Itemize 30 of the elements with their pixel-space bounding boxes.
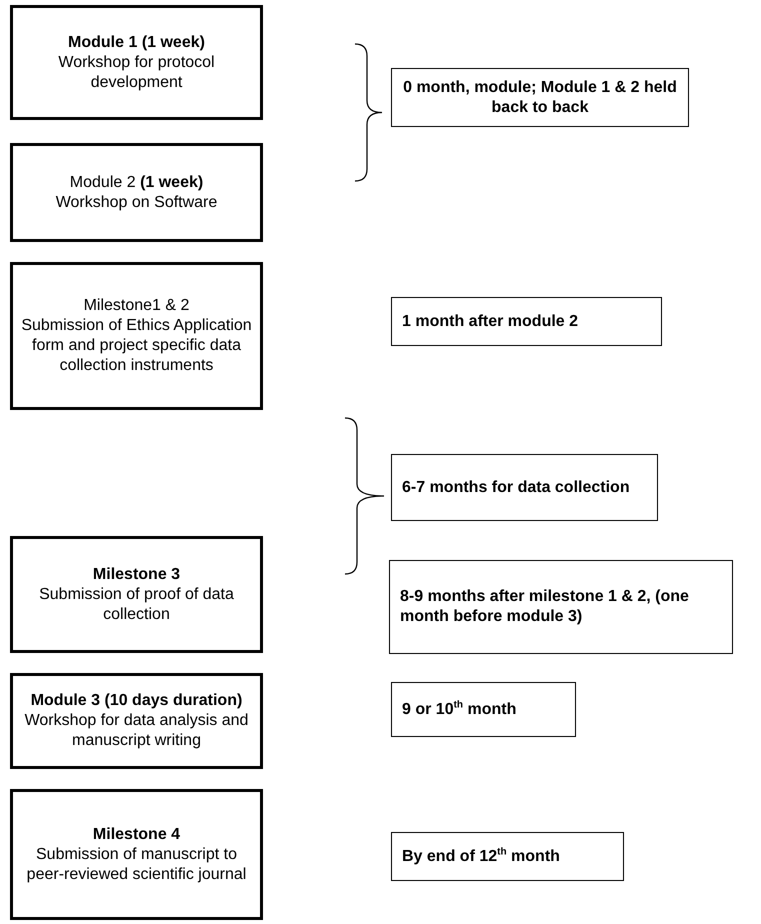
module-box [10,143,263,242]
box-description: Workshop for protocol development [57,52,216,92]
timing-box [391,682,576,737]
module-box [10,673,263,769]
box-heading: Milestone 3 [92,564,182,584]
timing-text: 1 month after module 2 [402,312,580,332]
timing-text: 9 or 10$^{th}$ month [402,700,518,720]
timing-box [391,68,689,127]
milestone-box [10,536,263,653]
box-description: Submission of Ethics Application form and project specific data collection instruments [21,316,252,376]
box-heading: Module 2 (1 week) [68,172,204,192]
module-box [10,5,263,120]
box-heading: Module 1 (1 week) [67,32,206,52]
timing-box [391,297,662,346]
box-description: Workshop on Software [54,192,218,212]
timing-box [389,560,733,654]
box-description: Submission of manuscript to peer-reviewed scientific journal [26,844,248,884]
milestone-box [10,262,263,410]
box-heading: Milestone1 & 2 [82,296,190,316]
timing-text: 6-7 months for data collection [402,478,631,498]
box-description: Workshop for data analysis and manuscript writing [24,711,250,751]
timing-box [391,454,658,521]
timing-text: 0 month, module; Module 1 & 2 held back to back [402,78,678,118]
milestone-box [10,789,263,920]
timing-box [391,832,624,881]
box-description: Submission of proof of data collection [38,584,235,624]
box-heading: Module 3 (10 days duration) [30,691,244,711]
box-heading: Milestone 4 [92,824,182,844]
timing-text: 8-9 months after milestone 1 & 2, (one month before module 3) [400,587,690,627]
timing-text: By end of 12$^{th}$ month [402,846,561,866]
